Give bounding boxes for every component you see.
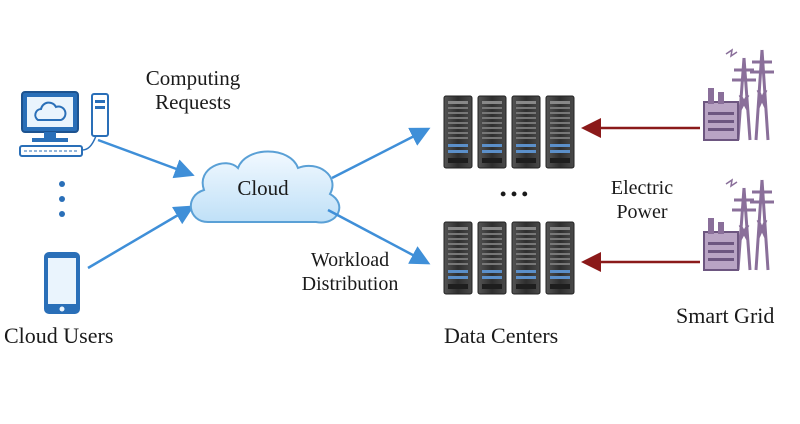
data-center-bottom bbox=[443, 221, 575, 295]
cloud-users-label: Cloud Users bbox=[4, 323, 114, 348]
server-rack-icon bbox=[443, 95, 473, 169]
data-center-ellipsis: • • • bbox=[500, 184, 528, 204]
server-rack-icon bbox=[477, 221, 507, 295]
server-rack-icon bbox=[545, 95, 575, 169]
cloud-icon bbox=[189, 150, 341, 224]
smart-grid-label: Smart Grid bbox=[676, 303, 775, 328]
power-station-icon bbox=[702, 48, 776, 142]
computing-requests-label: Computing Requests bbox=[145, 66, 241, 114]
server-rack-icon bbox=[443, 221, 473, 295]
distribution-arrow-top bbox=[331, 127, 431, 180]
users-ellipsis-icon bbox=[59, 181, 65, 217]
data-centers-label: Data Centers bbox=[444, 323, 559, 348]
workload-distribution-label: Workload Distribution bbox=[301, 249, 399, 295]
tablet-icon bbox=[44, 252, 80, 314]
electric-power-label: Electric Power bbox=[610, 177, 674, 223]
server-rack-icon bbox=[545, 221, 575, 295]
server-rack-icon bbox=[511, 95, 541, 169]
request-arrow-tablet bbox=[87, 205, 195, 270]
distribution-arrow-bottom bbox=[327, 208, 431, 265]
power-station-icon bbox=[702, 178, 776, 272]
server-rack-icon bbox=[511, 221, 541, 295]
cloud-label: Cloud bbox=[237, 176, 289, 200]
server-rack-icon bbox=[477, 95, 507, 169]
desktop-computer-icon bbox=[19, 91, 109, 157]
request-arrow-desktop bbox=[97, 138, 195, 179]
data-center-top bbox=[443, 95, 575, 169]
